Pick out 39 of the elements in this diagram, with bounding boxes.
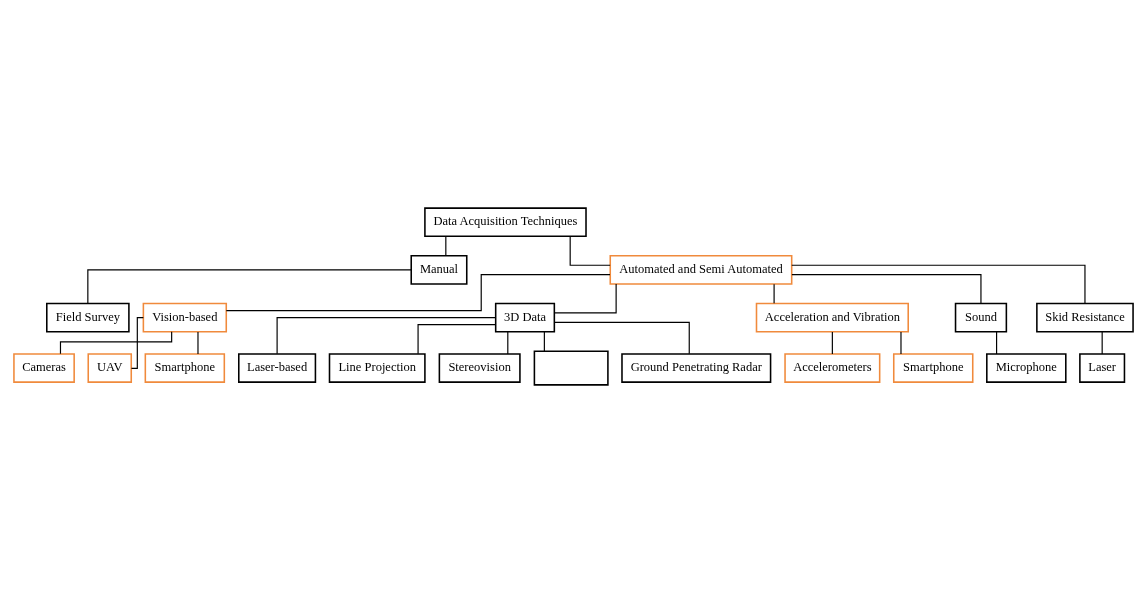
connector: [225, 273, 611, 311]
connector: [507, 330, 509, 354]
node-box: Smartphone: [144, 352, 226, 383]
connector: [553, 282, 617, 313]
node-box: Microphone: [986, 352, 1067, 383]
connector: [569, 235, 611, 266]
node-box: Data Acquisition Techniques: [424, 206, 587, 237]
node-box: Field Survey: [46, 302, 130, 332]
node-box: Acceleration and Vibration: [755, 302, 909, 332]
node-box: Laser: [1079, 352, 1126, 383]
node-box: Cameras: [13, 352, 75, 383]
connector: [996, 330, 998, 354]
connector: [791, 273, 982, 304]
node-box: Smartphone: [892, 352, 974, 383]
node-box: Manual: [410, 254, 468, 285]
node-box: Accelerometers: [784, 352, 881, 383]
node-box: Ground Penetrating Radar: [621, 352, 772, 383]
connector: [553, 321, 690, 354]
connector: [831, 330, 833, 354]
node-box: Line Projection: [328, 352, 426, 383]
connector: [87, 268, 412, 304]
node-box: Sound: [954, 302, 1008, 332]
node-box: 3D Data: [494, 302, 556, 332]
connector: [791, 264, 1086, 304]
connector: [417, 323, 497, 354]
connector: [130, 316, 144, 369]
connector: [1101, 330, 1103, 354]
node-box: Laser-based: [238, 352, 317, 383]
node-box: Vision-based: [142, 302, 228, 332]
connector: [543, 330, 545, 352]
connector: [773, 283, 775, 304]
connector: [276, 316, 497, 354]
node-box: Stereovision: [438, 352, 521, 383]
node-box: Skid Resistance: [1036, 302, 1134, 332]
connector: [59, 330, 173, 354]
node-box: UAV: [87, 352, 133, 383]
node-box: [533, 349, 609, 386]
connector: [445, 235, 447, 256]
node-box: Automated and Semi Automated: [609, 254, 793, 285]
